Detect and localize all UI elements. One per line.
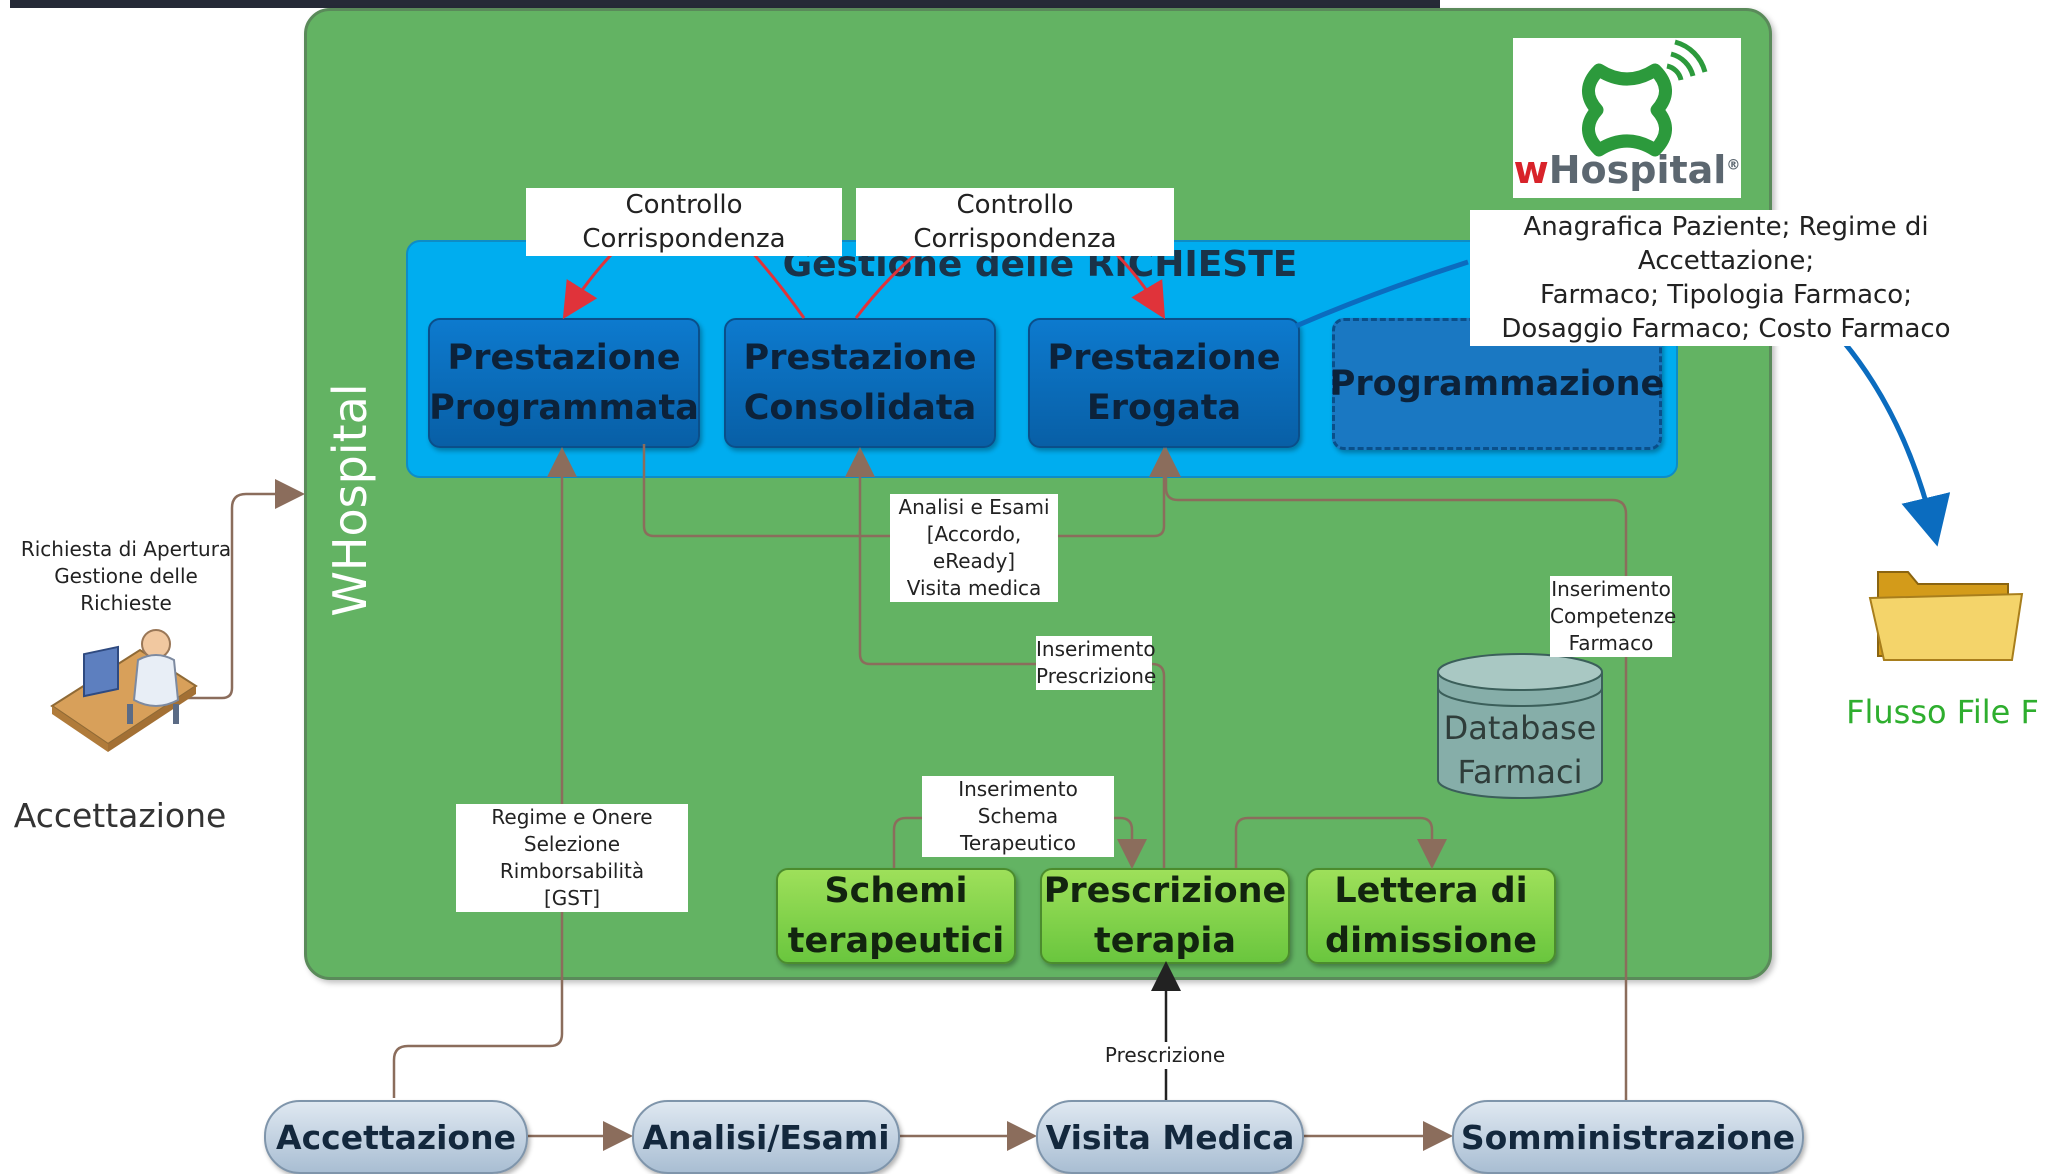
- connector-richiesta: [176, 479, 305, 700]
- connector-ins-prescrizione: [845, 447, 1166, 868]
- whospital-logo-mark-icon: [1582, 39, 1708, 157]
- note-controllo-2: Controllo Corrispondenza: [856, 188, 1174, 256]
- database-farmaci-icon: [1437, 653, 1603, 799]
- connector-lettera: [1234, 816, 1447, 869]
- database-farmaci-label: Database Farmaci: [1443, 709, 1597, 791]
- flow-step-somministrazione: Somministrazione: [1452, 1100, 1804, 1174]
- box-schemi-terapeutici: Schemi terapeutici: [776, 868, 1016, 964]
- connector-regime-onere: [392, 447, 577, 1098]
- note-controllo-1: Controllo Corrispondenza: [526, 188, 842, 256]
- flow-step-analisi-esami: Analisi/Esami: [632, 1100, 900, 1174]
- note-analisi-esami: Analisi e Esami [Accordo, eReady] Visita…: [890, 494, 1058, 602]
- flow-step-accettazione: Accettazione: [264, 1100, 528, 1174]
- note-inserimento-competenze: Inserimento Competenze Farmaco: [1550, 576, 1677, 657]
- data-line-anagrafica: [1295, 259, 1469, 329]
- user-accettazione-label: Accettazione: [13, 796, 227, 835]
- note-inserimento-prescrizione: Inserimento Prescrizione: [1036, 636, 1157, 690]
- note-regime-onere: Regime e Onere Selezione Rimborsabilità …: [456, 804, 688, 912]
- folder-icon: [1868, 571, 2024, 661]
- top-bar: [10, 0, 1440, 8]
- note-richiesta-apertura: Richiesta di Apertura Gestione delle Ric…: [20, 537, 232, 615]
- box-lettera-dimissione: Lettera di dimissione: [1306, 868, 1556, 964]
- note-inserimento-schema: Inserimento Schema Terapeutico: [922, 776, 1114, 857]
- connector-somministrazione: [1151, 447, 1628, 1100]
- note-anagrafica: Anagrafica Paziente; Regime di Accettazi…: [1470, 210, 1982, 346]
- whospital-logo-text: wHospital®: [1513, 148, 1741, 192]
- note-prescrizione: Prescrizione: [1102, 1042, 1228, 1069]
- flow-step-visita-medica: Visita Medica: [1036, 1100, 1304, 1174]
- user-at-desk-icon: [50, 629, 198, 752]
- whospital-logo: [1513, 38, 1741, 198]
- box-prescrizione-terapia: Prescrizione terapia: [1040, 868, 1290, 964]
- flusso-file-f-label: Flusso File F: [1846, 693, 2039, 731]
